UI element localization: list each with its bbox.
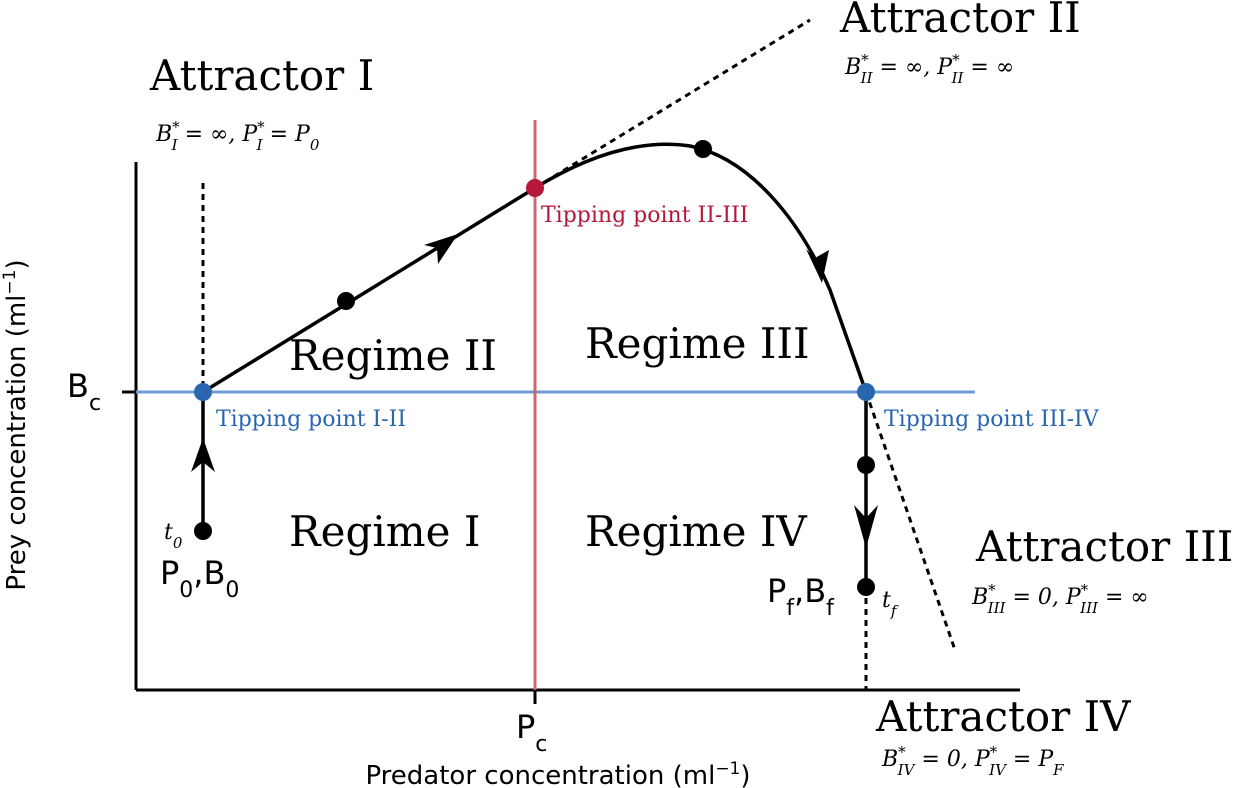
attractor-ii-title: Attractor II bbox=[839, 0, 1081, 42]
regime-ii-label: Regime II bbox=[289, 331, 497, 380]
arrow-down-icon bbox=[854, 505, 878, 548]
attractor-iv-title: Attractor IV bbox=[875, 692, 1131, 741]
trajectory-dot bbox=[337, 292, 355, 310]
regime-iv-label: Regime IV bbox=[585, 507, 807, 556]
attractor-i-equation: B*I = ∞, P*I = P0 bbox=[155, 118, 320, 154]
tipping-point-iii-iv-marker bbox=[857, 383, 875, 401]
x-tick-label: Pc bbox=[516, 708, 547, 757]
attractor-ii-dashed bbox=[534, 18, 811, 190]
attractor-i-title: Attractor I bbox=[149, 51, 374, 100]
tipping-point-ii-iii-label: Tipping point II-III bbox=[541, 203, 748, 228]
arrow-up-icon bbox=[191, 438, 215, 472]
start-time-label: t0 bbox=[164, 520, 183, 552]
tipping-point-i-ii-label: Tipping point I-II bbox=[216, 407, 406, 432]
end-time-label: tf bbox=[882, 588, 899, 620]
start-point bbox=[194, 522, 212, 540]
trajectory-dot bbox=[694, 140, 712, 158]
attractor-ii-equation: B*II = ∞, P*II = ∞ bbox=[844, 51, 1014, 87]
attractor-iii-title: Attractor III bbox=[975, 522, 1233, 571]
y-axis-label: Prey concentration (ml−1) bbox=[0, 259, 32, 590]
regime-i-label: Regime I bbox=[289, 507, 480, 556]
regime-iii-label: Regime III bbox=[585, 319, 810, 368]
tipping-point-ii-iii-marker bbox=[526, 179, 544, 197]
trajectory-dot bbox=[857, 456, 875, 474]
tipping-point-iii-iv-label: Tipping point III-IV bbox=[884, 407, 1100, 432]
attractor-iv-equation: B*IV = 0, P*IV = PF bbox=[881, 743, 1064, 779]
tipping-point-i-ii-marker bbox=[194, 383, 212, 401]
start-label: P0,B0 bbox=[160, 554, 239, 603]
arrow-right-icon bbox=[424, 234, 458, 264]
end-label: Pf,Bf bbox=[767, 572, 835, 621]
x-axis-label: Predator concentration (ml−1) bbox=[365, 759, 750, 788]
y-tick-label: Bc bbox=[67, 367, 101, 416]
attractor-iii-dashed bbox=[864, 391, 957, 651]
arrow-down-curve-icon bbox=[806, 249, 829, 283]
attractor-iii-equation: B*III = 0, P*III = ∞ bbox=[971, 581, 1149, 617]
end-point bbox=[857, 578, 875, 596]
